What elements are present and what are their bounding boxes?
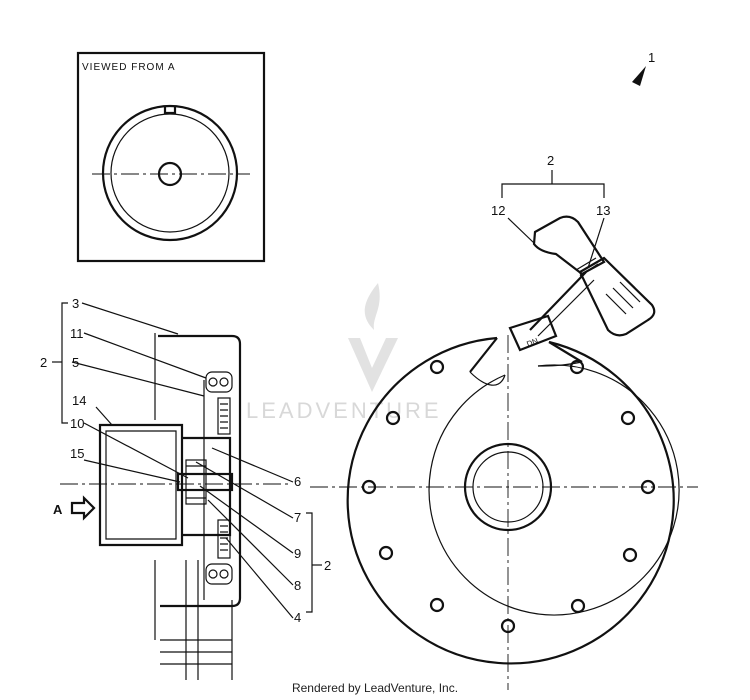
mounting-holes [361, 359, 656, 634]
mounting-hole-icon [429, 359, 445, 375]
housing-neck-left [469, 337, 498, 373]
handle-knob [532, 215, 606, 276]
callout-12: 12 [491, 203, 505, 218]
starter-rope-edge [537, 279, 595, 337]
mounting-hole-icon [378, 545, 394, 561]
callout-2-top: 2 [547, 153, 554, 168]
mounting-hole-icon [622, 547, 638, 563]
starter-section-view: A [53, 333, 290, 680]
neck-curve-left [469, 371, 506, 386]
mounting-hole-icon [361, 479, 377, 495]
callout-4: 4 [294, 610, 301, 625]
neck-curve-right [537, 361, 583, 367]
viewed-from-a-panel: VIEWED FROM A [76, 51, 266, 263]
leader-lines [52, 66, 646, 619]
handle-slot [612, 287, 634, 309]
callout-14: 14 [72, 393, 86, 408]
callout-6: 6 [294, 474, 301, 489]
mounting-hole-icon [570, 598, 586, 614]
panel-ring-notch [163, 106, 177, 115]
mounting-hole-icon [569, 359, 585, 375]
callout-8: 8 [294, 578, 301, 593]
svg-text:DN: DN [525, 336, 539, 349]
frame-ribs [160, 639, 232, 665]
callout-labels: 1 2 12 13 3 11 2 5 14 10 15 6 7 9 2 8 4 [40, 50, 655, 625]
callout-A: A [53, 502, 63, 517]
footer-credit: Rendered by LeadVenture, Inc. [291, 681, 459, 695]
bracket-left [61, 302, 68, 424]
handle-slot [619, 281, 641, 303]
callout-15: 15 [70, 446, 84, 461]
handle-slot [605, 293, 627, 315]
bracket-top [501, 183, 605, 198]
callout-9: 9 [294, 546, 301, 561]
callout-11: 11 [70, 326, 84, 341]
mounting-hole-icon [385, 410, 401, 426]
view-arrow-icon [70, 495, 96, 521]
friction-plate [185, 459, 207, 505]
callout-7: 7 [294, 510, 301, 525]
mounting-hole-icon [620, 410, 636, 426]
panel-inner-ring [110, 113, 230, 233]
starter-cover [158, 334, 242, 608]
housing-outer-edge [346, 336, 675, 665]
inlet-cup [98, 423, 184, 547]
panel-frame [76, 51, 266, 263]
mounting-hole-icon [500, 618, 516, 634]
pawl-stack [217, 397, 231, 559]
recoil-spring-bottom [205, 563, 233, 585]
bracket-right [306, 512, 313, 613]
reel [182, 436, 232, 537]
callout-2-right: 2 [324, 558, 331, 573]
panel-outer-ring [101, 104, 239, 242]
starter-front-view: DN [310, 215, 698, 690]
handle-grip-ridges [575, 257, 599, 277]
panel-title: VIEWED FROM A [82, 62, 176, 73]
leadventure-watermark: LEADVENTURE [246, 283, 442, 423]
inlet-cup-inner [105, 430, 177, 540]
rope-guide: DN [508, 314, 558, 352]
watermark-text: LEADVENTURE [246, 398, 442, 423]
callout-13: 13 [596, 203, 610, 218]
starter-rope [529, 271, 587, 331]
callout-arrow-icon [632, 66, 646, 86]
callout-5: 5 [72, 355, 79, 370]
plate-detail [186, 465, 206, 499]
callout-2-left: 2 [40, 355, 47, 370]
housing-inner-recess [428, 364, 680, 616]
recoil-spring-top [205, 371, 233, 393]
mounting-hole-icon [429, 597, 445, 613]
housing-neck-right [548, 341, 583, 363]
callout-1: 1 [648, 50, 655, 65]
starter-handle [532, 215, 656, 337]
mounting-hole-icon [640, 479, 656, 495]
callout-10: 10 [70, 416, 84, 431]
callout-3: 3 [72, 296, 79, 311]
handle-paddle [578, 256, 656, 337]
